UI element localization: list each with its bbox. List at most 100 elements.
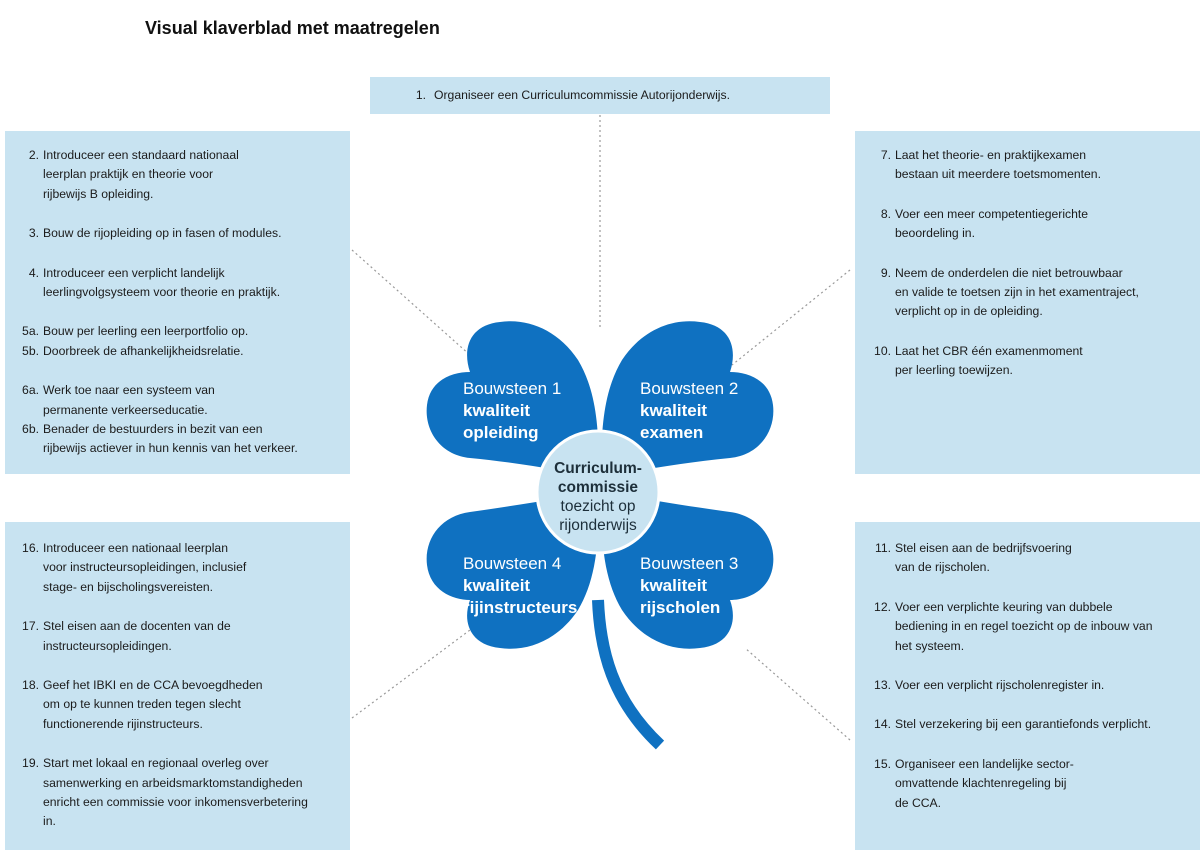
center-line4: rijonderwijs: [559, 517, 637, 534]
measures-box-rijinstructeurs: 16. Introduceer een nationaal leerplan v…: [5, 522, 350, 850]
connector-top-right: [731, 269, 851, 366]
measure-text: Geef het IBKI en de CCA bevoegdheden om …: [43, 678, 263, 731]
measure-number: 8.: [880, 206, 891, 221]
measure-number: 19.: [22, 756, 39, 771]
measures-box-opleiding: 2. Introduceer een standaard nationaal l…: [5, 131, 350, 474]
measure-item: 18. Geef het IBKI en de CCA bevoegdheden…: [5, 676, 340, 734]
clover-center: [535, 429, 661, 555]
measure-item: 14. Stel verzekering bij een garantiefon…: [855, 715, 1190, 734]
leaf-1-line3: opleiding: [463, 423, 539, 442]
measure-number: 13.: [874, 678, 891, 693]
measure-number: 7.: [880, 148, 891, 162]
measure-text: Voer een verplichte keuring van dubbele …: [895, 599, 1153, 653]
leaf-4-line2: kwaliteit: [463, 576, 531, 595]
measure-number: 5a.: [22, 324, 39, 339]
measure-item: 6b. Benader de bestuurders in bezit van …: [5, 420, 340, 459]
leaf-2-line3: examen: [640, 423, 704, 442]
measure-number: 6b.: [22, 422, 39, 437]
measure-item: 17. Stel eisen aan de docenten van de in…: [5, 617, 340, 656]
measure-item: 16. Introduceer een nationaal leerplan v…: [5, 539, 340, 597]
measure-text: Stel eisen aan de docenten van de instru…: [43, 619, 231, 653]
measure-item: 4. Introduceer een verplicht landelijk l…: [5, 264, 340, 303]
page-title: Visual klaverblad met maatregelen: [145, 18, 440, 38]
measure-number: 15.: [874, 756, 891, 771]
measure-text: Stel eisen aan de bedrijfsvoering van de…: [895, 541, 1072, 575]
measure-item: 15. Organiseer een landelijke sector- om…: [855, 755, 1190, 813]
measure-number: 12.: [874, 599, 891, 614]
leaf-3-line3: rijscholen: [640, 598, 721, 617]
measure-text: Voer een meer competentiegerichte beoord…: [895, 206, 1089, 241]
leaf-label-4: Bouwsteen 4 kwaliteit rijinstructeurs: [463, 553, 577, 619]
measure-text: Bouw de rijopleiding op in fasen of modu…: [43, 226, 282, 241]
measure-text: Start met lokaal en regionaal overleg ov…: [43, 756, 308, 829]
measure-number: 14.: [874, 717, 891, 732]
clover-leaves: [426, 321, 774, 649]
measure-item: 6a. Werk toe naar een systeem van perman…: [5, 381, 340, 420]
connector-top-left: [351, 249, 471, 356]
measure-number: 16.: [22, 541, 39, 555]
measure-number: 10.: [874, 343, 891, 358]
measure-text: Stel verzekering bij een garantiefonds v…: [895, 717, 1152, 732]
leaf-label-3: Bouwsteen 3 kwaliteit rijscholen: [640, 553, 738, 619]
measure-item: 5b. Doorbreek de afhankelijkheidsrelatie…: [5, 342, 340, 361]
leaf-1-line1: Bouwsteen 1: [463, 379, 562, 398]
measure-text: Laat het CBR één examenmoment per leerli…: [895, 343, 1083, 378]
measure-item: 5a. Bouw per leerling een leerportfolio …: [5, 322, 340, 341]
measure-text: Benader de bestuurders in bezit van een …: [43, 422, 298, 456]
measure-number: 6a.: [22, 383, 39, 398]
leaf-label-2: Bouwsteen 2 kwaliteit examen: [640, 378, 738, 444]
measure-text: Introduceer een nationaal leerplan voor …: [43, 541, 247, 594]
measure-number: 1.: [415, 88, 426, 102]
leaf-1-line2: kwaliteit: [463, 401, 531, 420]
connector-lines: [351, 115, 851, 741]
measures-box-top: 1. Organiseer een Curriculumcommissie Au…: [370, 77, 830, 114]
leaf-4-line3: rijinstructeurs: [463, 598, 578, 617]
measure-item: 7. Laat het theorie- en praktijkexamen b…: [855, 146, 1190, 185]
leaf-bouwsteen-2: [601, 321, 774, 478]
measure-number: 5b.: [22, 343, 39, 358]
measure-number: 17.: [22, 619, 39, 634]
measure-text: Neem de onderdelen die niet betrouwbaar …: [895, 265, 1139, 319]
connector-bottom-left: [351, 629, 471, 719]
measure-item: 11. Stel eisen aan de bedrijfsvoering va…: [855, 539, 1190, 578]
measure-item: 10. Laat het CBR één examenmoment per le…: [855, 342, 1190, 381]
measure-text: Bouw per leerling een leerportfolio op.: [43, 324, 249, 339]
center-line3: toezicht op: [560, 498, 636, 515]
measure-item: 8. Voer een meer competentiegerichte beo…: [855, 205, 1190, 244]
measure-text: Doorbreek de afhankelijkheidsrelatie.: [43, 343, 244, 358]
measure-item: 12. Voer een verplichte keuring van dubb…: [855, 598, 1190, 656]
measure-text: Organiseer een Curriculumcommissie Autor…: [434, 88, 730, 102]
measures-box-examen: 7. Laat het theorie- en praktijkexamen b…: [855, 131, 1200, 474]
measure-number: 18.: [22, 678, 39, 693]
measure-text: Introduceer een verplicht landelijk leer…: [43, 265, 281, 300]
measure-number: 3.: [28, 226, 39, 241]
leaf-2-line1: Bouwsteen 2: [640, 379, 739, 398]
leaf-bouwsteen-1: [426, 321, 599, 478]
center-label: Curriculum- commissie toezicht op rijond…: [540, 459, 656, 535]
leaf-2-line2: kwaliteit: [640, 401, 708, 420]
leaf-3-line2: kwaliteit: [640, 576, 708, 595]
measure-text: Introduceer een standaard nationaal leer…: [43, 148, 239, 201]
measure-text: Voer een verplicht rijscholenregister in…: [895, 678, 1105, 693]
leaf-label-1: Bouwsteen 1 kwaliteit opleiding: [463, 378, 561, 444]
measure-number: 9.: [880, 265, 891, 280]
center-line1: Curriculum-: [554, 460, 642, 477]
measure-text: Werk toe naar een systeem van permanente…: [43, 383, 215, 417]
measures-box-rijscholen: 11. Stel eisen aan de bedrijfsvoering va…: [855, 522, 1200, 850]
connector-bottom-right: [744, 647, 851, 741]
measure-item: 13. Voer een verplicht rijscholenregiste…: [855, 676, 1190, 695]
measure-number: 4.: [28, 265, 39, 280]
measure-item: 19. Start met lokaal en regionaal overle…: [5, 754, 340, 832]
center-line2: commissie: [557, 479, 639, 496]
leaf-3-line1: Bouwsteen 3: [640, 554, 739, 573]
measure-number: 11.: [874, 541, 891, 555]
leaf-4-line1: Bouwsteen 4: [463, 554, 562, 573]
measure-item: 1. Organiseer een Curriculumcommissie Au…: [408, 86, 830, 105]
measure-item: 2. Introduceer een standaard nationaal l…: [5, 146, 340, 204]
measure-number: 2.: [28, 148, 39, 162]
measure-text: Organiseer een landelijke sector- omvatt…: [895, 756, 1074, 810]
measure-text: Laat het theorie- en praktijkexamen best…: [895, 148, 1101, 182]
measure-item: 3. Bouw de rijopleiding op in fasen of m…: [5, 224, 340, 243]
measure-item: 9. Neem de onderdelen die niet betrouwba…: [855, 264, 1190, 322]
